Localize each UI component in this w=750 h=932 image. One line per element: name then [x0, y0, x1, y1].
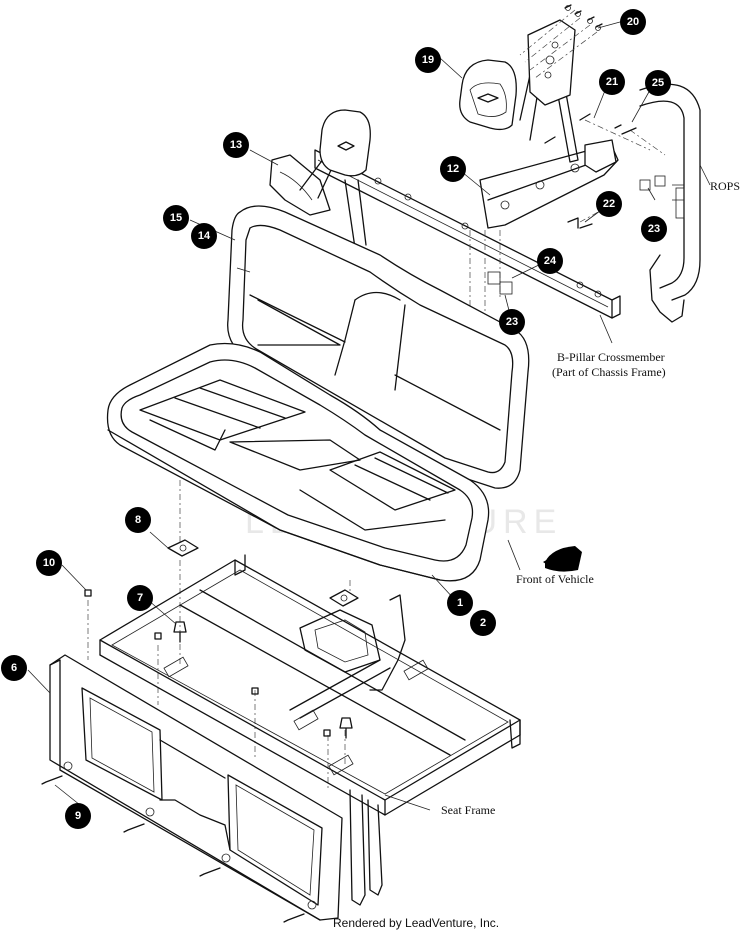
headrest-19: [459, 59, 517, 131]
svg-text:15: 15: [170, 212, 182, 224]
svg-text:24: 24: [544, 255, 557, 267]
b-pillar-label: B-Pillar Crossmember: [557, 350, 665, 364]
callout-23-right: 23: [641, 216, 667, 242]
svg-text:21: 21: [606, 76, 618, 88]
headrest-bracket: [479, 19, 619, 229]
b-pillar-crossmember: [314, 149, 621, 319]
callout-1: 1: [447, 590, 473, 616]
b-pillar-sublabel: (Part of Chassis Frame): [552, 365, 666, 379]
callout-20: 20: [620, 9, 646, 35]
callout-6: 6: [1, 655, 27, 681]
seat-frame: [99, 554, 521, 906]
callout-10: 10: [36, 550, 62, 576]
callout-12: 12: [440, 156, 466, 182]
seat-headrest: [299, 109, 371, 249]
callout-15: 15: [163, 205, 189, 231]
seat-back: [227, 205, 530, 489]
bracket-13: [269, 154, 331, 216]
callout-25: 25: [645, 70, 671, 96]
svg-text:13: 13: [230, 139, 242, 151]
svg-text:19: 19: [422, 54, 434, 66]
svg-text:6: 6: [11, 662, 17, 674]
svg-text:14: 14: [198, 230, 211, 242]
callout-19: 19: [415, 47, 441, 73]
bolts-9: [41, 775, 305, 923]
svg-text:20: 20: [627, 16, 639, 28]
callout-21: 21: [599, 69, 625, 95]
svg-text:7: 7: [137, 592, 143, 604]
callout-23-left: 23: [499, 309, 525, 335]
grommets: [167, 539, 359, 607]
svg-text:10: 10: [43, 557, 55, 569]
front-of-vehicle-label: Front of Vehicle: [516, 572, 594, 586]
rops-tube: [639, 83, 701, 323]
rops-label: ROPS: [710, 179, 740, 193]
seat-bottom: [106, 342, 490, 582]
svg-text:8: 8: [135, 514, 141, 526]
callout-14: 14: [191, 223, 217, 249]
hardware: [487, 4, 666, 295]
callout-13: 13: [223, 132, 249, 158]
callout-7: 7: [127, 585, 153, 611]
callout-9: 9: [65, 803, 91, 829]
credit-line: Rendered by LeadVenture, Inc.: [333, 916, 499, 930]
callout-8: 8: [125, 507, 151, 533]
front-arrow-icon: [543, 546, 582, 572]
svg-text:25: 25: [652, 77, 664, 89]
svg-text:23: 23: [648, 223, 660, 235]
svg-text:1: 1: [457, 597, 463, 609]
fasteners: [84, 589, 353, 739]
svg-text:23: 23: [506, 316, 518, 328]
svg-text:2: 2: [480, 617, 486, 629]
svg-text:12: 12: [447, 163, 459, 175]
callout-22: 22: [596, 191, 622, 217]
svg-text:22: 22: [603, 198, 615, 210]
seat-frame-label: Seat Frame: [441, 803, 495, 817]
callout-24: 24: [537, 248, 563, 274]
svg-text:9: 9: [75, 810, 81, 822]
callout-2: 2: [470, 610, 496, 636]
rear-panel: [49, 654, 343, 921]
